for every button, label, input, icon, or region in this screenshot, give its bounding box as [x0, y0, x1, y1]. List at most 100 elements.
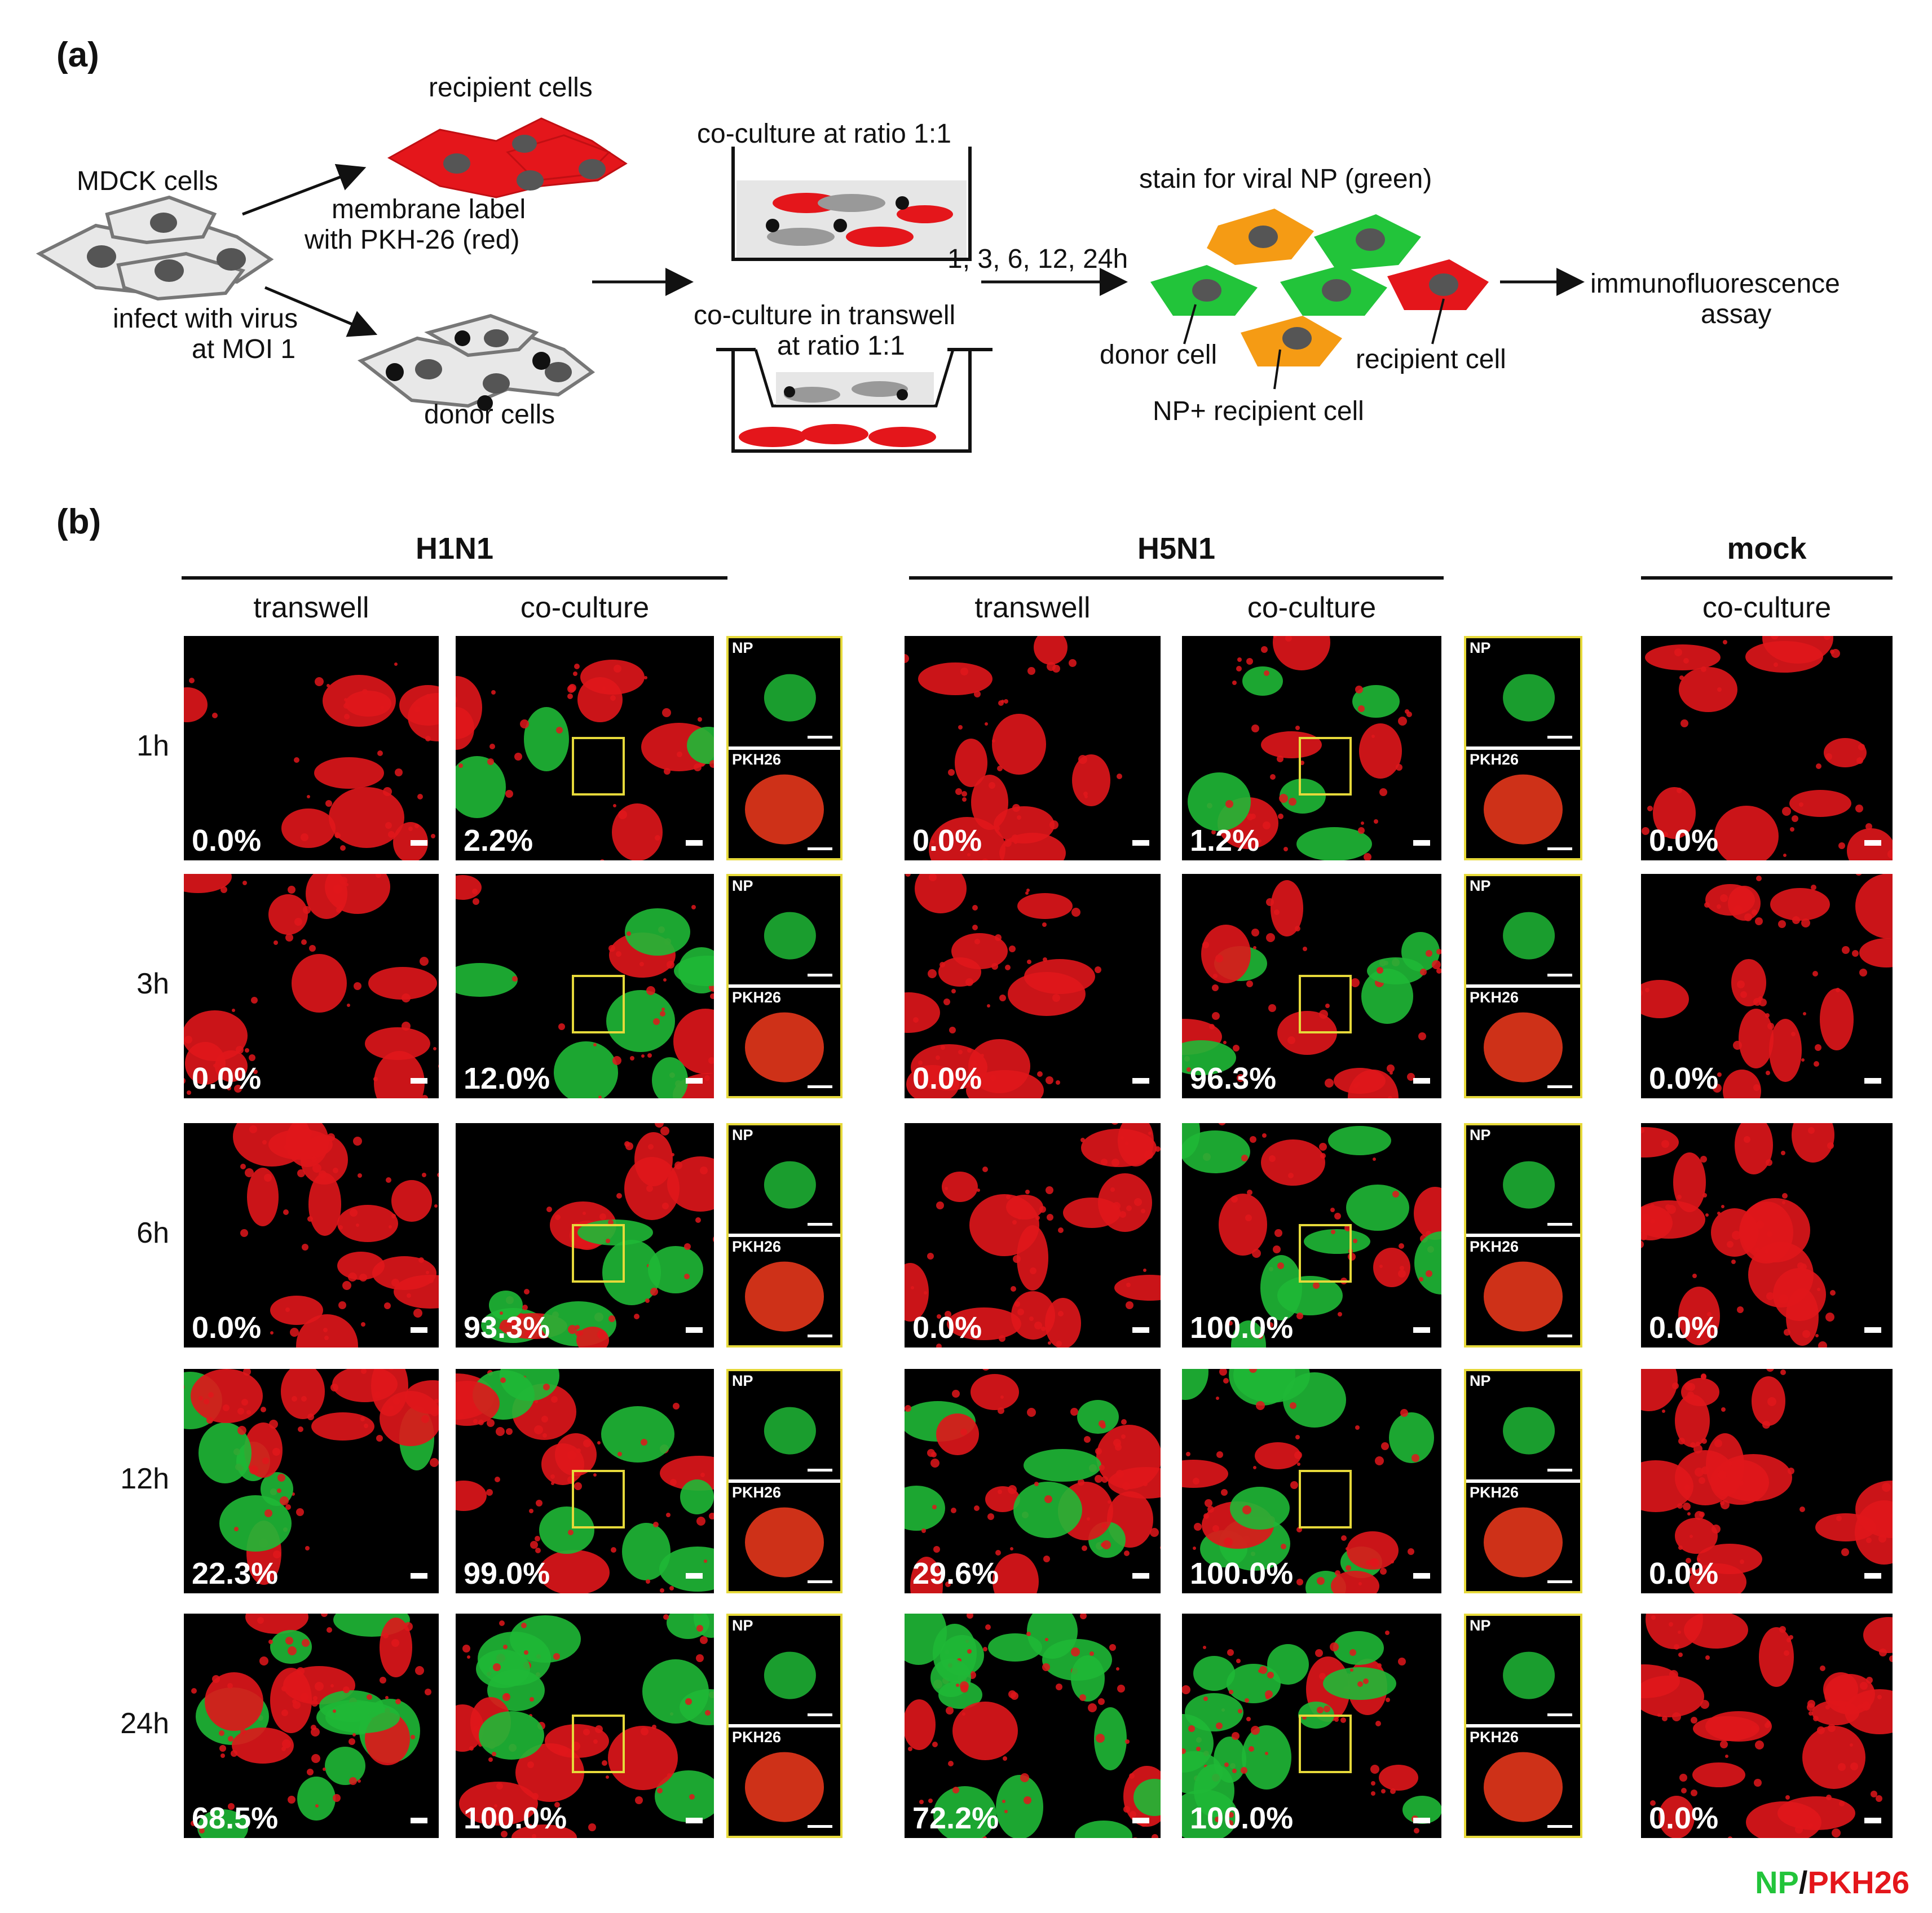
scale-bar	[1864, 1573, 1881, 1579]
inset-pkh26-channel: PKH26	[729, 1728, 840, 1836]
percentage-label: 100.0%	[1190, 1311, 1294, 1345]
inset-pkh26-tag: PKH26	[732, 751, 782, 768]
group-header-mock: mock	[1727, 532, 1807, 565]
row-label-6h: 6h	[136, 1217, 169, 1249]
inset-scale-bar	[808, 1825, 832, 1828]
percentage-label: 93.3%	[464, 1311, 550, 1345]
inset-scale-bar	[808, 1223, 832, 1226]
inset-pkh26-channel: PKH26	[1466, 1237, 1580, 1345]
inset-pkh26-channel: PKH26	[729, 1483, 840, 1591]
donor-cell-label: donor cell	[1100, 340, 1218, 370]
donor-cells-label: donor cells	[424, 400, 555, 430]
inset-scale-bar	[808, 736, 832, 739]
micrograph-h5n1-transwell-3h: 0.0%	[905, 874, 1161, 1098]
percentage-label: 29.6%	[912, 1557, 999, 1591]
inset-h5n1-coculture-1h: NP PKH26	[1464, 636, 1582, 860]
scale-bar	[686, 1818, 703, 1823]
inset-h1n1-coculture-24h: NP PKH26	[726, 1614, 843, 1838]
percentage-label: 12.0%	[464, 1062, 550, 1095]
inset-np-tag: NP	[1470, 1126, 1491, 1143]
inset-scale-bar	[1547, 1223, 1572, 1226]
scale-bar	[1132, 1078, 1149, 1084]
inset-scale-bar	[1547, 1580, 1572, 1583]
percentage-label: 0.0%	[192, 1062, 262, 1095]
scale-bar	[1413, 1327, 1430, 1333]
inset-scale-bar	[1547, 1825, 1572, 1828]
micrograph-h1n1-coculture-6h: 93.3%	[456, 1123, 714, 1348]
inset-scale-bar	[1547, 1085, 1572, 1088]
inset-separator	[729, 984, 840, 988]
percentage-label: 0.0%	[192, 824, 262, 858]
subheader-h1n1-coculture: co-culture	[520, 591, 650, 624]
inset-pkh26-channel: PKH26	[729, 1237, 840, 1345]
mdck-cell-cluster	[36, 195, 274, 301]
inset-np-tag: NP	[1470, 1372, 1491, 1389]
inset-scale-bar	[1547, 974, 1572, 977]
percentage-label: 0.0%	[1649, 1062, 1719, 1095]
inset-np-tag: NP	[1470, 877, 1491, 894]
inset-h5n1-coculture-12h: NP PKH26	[1464, 1369, 1582, 1593]
inset-pkh26-channel: PKH26	[1466, 750, 1580, 858]
legend-slash: /	[1798, 1865, 1808, 1900]
micrograph-mock-coculture-24h: 0.0%	[1641, 1614, 1893, 1838]
inset-pkh26-tag: PKH26	[1470, 1484, 1519, 1501]
micrograph-mock-coculture-6h: 0.0%	[1641, 1123, 1893, 1348]
scale-bar	[1413, 840, 1430, 846]
inset-np-channel: NP	[1466, 876, 1580, 984]
zoom-region-box	[572, 737, 625, 796]
inset-h1n1-coculture-12h: NP PKH26	[726, 1369, 843, 1593]
percentage-label: 0.0%	[1649, 1311, 1719, 1345]
inset-np-tag: NP	[1470, 639, 1491, 656]
recipient-cells-label: recipient cells	[429, 73, 593, 103]
scale-bar	[686, 840, 703, 846]
inset-np-tag: NP	[732, 1126, 753, 1143]
inset-np-tag: NP	[732, 1617, 753, 1634]
percentage-label: 0.0%	[912, 824, 982, 858]
legend-pkh26: PKH26	[1807, 1865, 1909, 1900]
inset-np-channel: NP	[729, 1125, 840, 1234]
subheader-h1n1-transwell: transwell	[253, 591, 369, 624]
inset-h5n1-coculture-6h: NP PKH26	[1464, 1123, 1582, 1348]
percentage-label: 0.0%	[1649, 1801, 1719, 1835]
percentage-label: 0.0%	[912, 1062, 982, 1095]
inset-h1n1-coculture-1h: NP PKH26	[726, 636, 843, 860]
scale-bar	[1864, 840, 1881, 846]
rule-mock	[1641, 576, 1893, 580]
np-recipient-cell-label: NP+ recipient cell	[1153, 396, 1364, 426]
micrograph-h5n1-coculture-6h: 100.0%	[1182, 1123, 1441, 1348]
row-label-1h: 1h	[136, 730, 169, 762]
row-label-24h: 24h	[120, 1707, 169, 1740]
inset-np-channel: NP	[729, 1616, 840, 1724]
percentage-label: 0.0%	[912, 1311, 982, 1345]
assay-label-line1: immunofluorescence	[1590, 269, 1840, 299]
scale-bar	[686, 1078, 703, 1084]
inset-pkh26-tag: PKH26	[1470, 751, 1519, 768]
inset-scale-bar	[808, 847, 832, 850]
panel-b-label: (b)	[56, 502, 102, 541]
scale-bar	[1132, 1818, 1149, 1823]
zoom-region-box	[572, 1470, 625, 1529]
inset-pkh26-tag: PKH26	[732, 989, 782, 1006]
percentage-label: 22.3%	[192, 1557, 279, 1591]
infect-label-line2: at MOI 1	[192, 334, 296, 364]
inset-scale-bar	[1547, 1713, 1572, 1716]
color-legend: NP/PKH26	[1755, 1864, 1909, 1901]
rule-h5n1	[909, 576, 1444, 580]
inset-np-channel: NP	[1466, 1125, 1580, 1234]
micrograph-h5n1-coculture-24h: 100.0%	[1182, 1614, 1441, 1838]
inset-scale-bar	[1547, 1469, 1572, 1472]
inset-np-tag: NP	[732, 1372, 753, 1389]
percentage-label: 1.2%	[1190, 824, 1260, 858]
percentage-label: 100.0%	[464, 1801, 567, 1835]
micrograph-mock-coculture-1h: 0.0%	[1641, 636, 1893, 860]
group-header-h1n1: H1N1	[415, 532, 494, 565]
inset-np-channel: NP	[729, 638, 840, 746]
inset-np-tag: NP	[732, 639, 753, 656]
micrograph-h1n1-coculture-24h: 100.0%	[456, 1614, 714, 1838]
inset-separator	[1466, 984, 1580, 988]
inset-scale-bar	[808, 1713, 832, 1716]
micrograph-h5n1-transwell-12h: 29.6%	[905, 1369, 1161, 1593]
micrograph-h1n1-coculture-12h: 99.0%	[456, 1369, 714, 1593]
scale-bar	[411, 840, 427, 846]
inset-pkh26-channel: PKH26	[729, 988, 840, 1096]
